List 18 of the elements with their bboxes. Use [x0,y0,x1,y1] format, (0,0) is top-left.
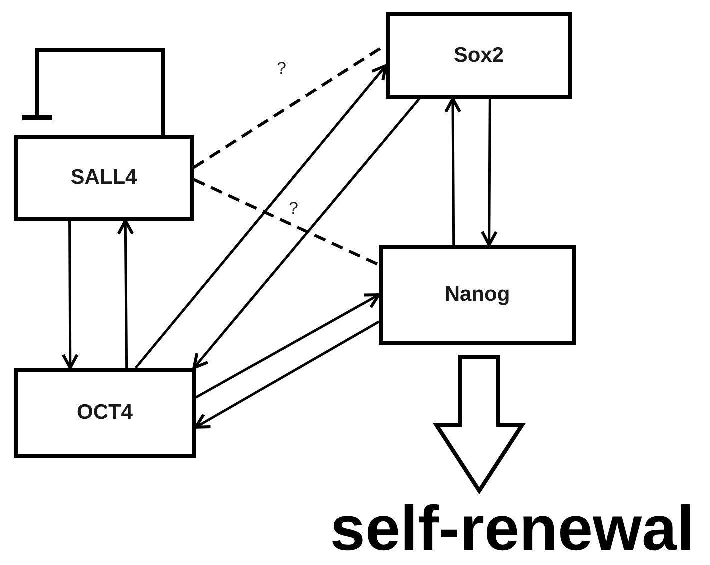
edge-label: ? [276,60,288,77]
arrow [117,220,134,368]
inhibition-loop [20,48,166,135]
arrow [192,98,420,370]
arrow [194,320,380,429]
edge-label: ? [288,200,300,217]
gene-box: OCT4 [14,368,196,458]
gene-box: Sox2 [386,12,572,99]
arrow [195,294,380,399]
arrow [480,99,498,246]
block-arrow [432,355,526,495]
arrow [444,98,462,245]
arrow [62,221,79,370]
outcome-text: self-renewal [320,495,705,563]
gene-box: Nanog [379,245,576,345]
arrow [134,64,388,369]
gene-box: SALL4 [14,135,194,221]
dashed-line [193,178,380,266]
